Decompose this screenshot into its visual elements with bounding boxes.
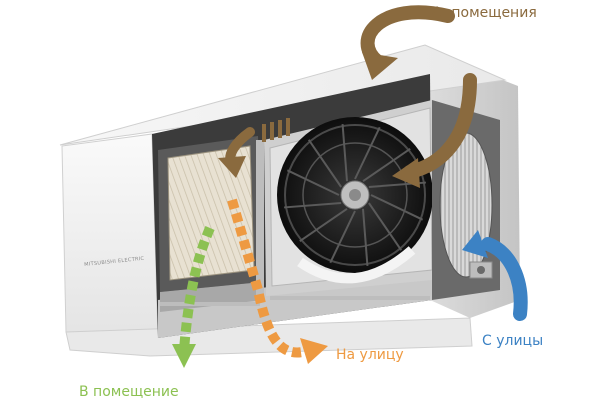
- arrow-from-room-head: [362, 52, 398, 80]
- housing-top-lid: [59, 44, 507, 146]
- arrow-to-outside-icon: [227, 198, 312, 358]
- arrow-into-fan-icon: [403, 73, 477, 179]
- fan-spoke: [307, 139, 342, 188]
- label-from-street: С улицы: [482, 333, 544, 349]
- fan-chamber: [264, 100, 433, 296]
- fan-spoke: [299, 208, 348, 243]
- flow-arrows: [172, 5, 528, 368]
- fan-spoke: [286, 169, 340, 196]
- label-to-room: В помещение: [79, 384, 179, 400]
- fan-spoke: [329, 210, 356, 264]
- label-to-outside: На улицу: [336, 347, 404, 363]
- fan-spoke: [341, 124, 348, 182]
- fan-spoke: [362, 208, 369, 266]
- exchanger-divider: [256, 140, 264, 300]
- fan-spoke: [370, 194, 424, 221]
- fan-spoke: [368, 202, 403, 251]
- heat-exchanger: [158, 136, 264, 312]
- arrow-to-room-icon: [179, 225, 215, 351]
- fan-spoke: [362, 147, 411, 182]
- fan-spoke: [354, 126, 381, 180]
- arrow-from-street-icon: [481, 237, 528, 321]
- top-vent-slots: [262, 118, 290, 142]
- housing-front-panel: [61, 133, 159, 339]
- fan-spoke: [284, 202, 342, 209]
- label-from-room: Из помещения: [429, 5, 537, 21]
- bottom-grille: [160, 296, 430, 306]
